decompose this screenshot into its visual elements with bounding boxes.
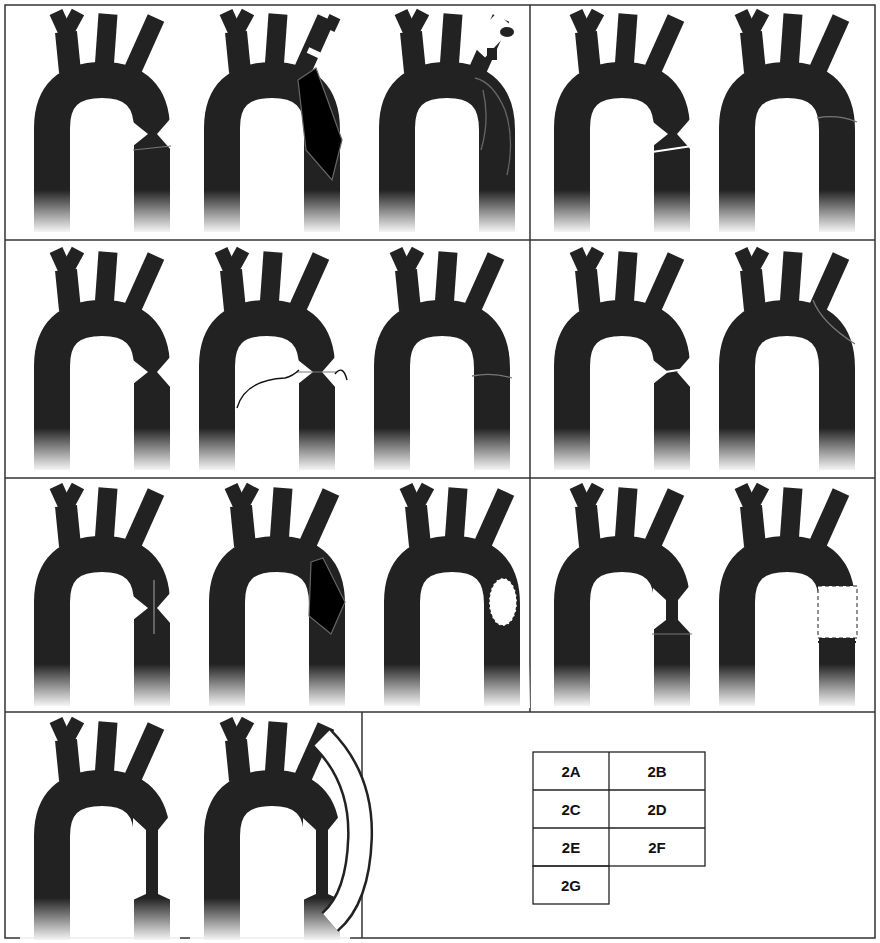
aorta-figure — [370, 486, 530, 708]
aorta-figure — [190, 12, 350, 234]
aorta-figure — [365, 12, 525, 234]
aorta-figure — [540, 12, 700, 234]
aorta-figure — [20, 12, 180, 234]
table-cell: 2E — [562, 839, 580, 856]
table-cell: 2B — [647, 763, 666, 780]
aorta-figure — [705, 486, 865, 708]
table-cell: 2G — [561, 877, 581, 894]
aorta-figure — [705, 250, 865, 472]
aorta-figure — [195, 486, 355, 708]
table-cell: 2F — [648, 839, 666, 856]
aorta-figure — [185, 250, 347, 472]
aorta-figure — [20, 486, 180, 708]
aorta-figure — [190, 720, 360, 942]
aorta-figure — [540, 250, 700, 472]
key-table — [533, 752, 705, 904]
aorta-figure — [20, 720, 180, 942]
table-cell: 2D — [647, 801, 666, 818]
aorta-figure — [360, 250, 520, 472]
aorta-figure — [540, 486, 700, 708]
aorta-figure — [20, 250, 180, 472]
table-cell: 2C — [561, 801, 580, 818]
aorta-figure — [705, 12, 865, 234]
table-cell: 2A — [561, 763, 580, 780]
